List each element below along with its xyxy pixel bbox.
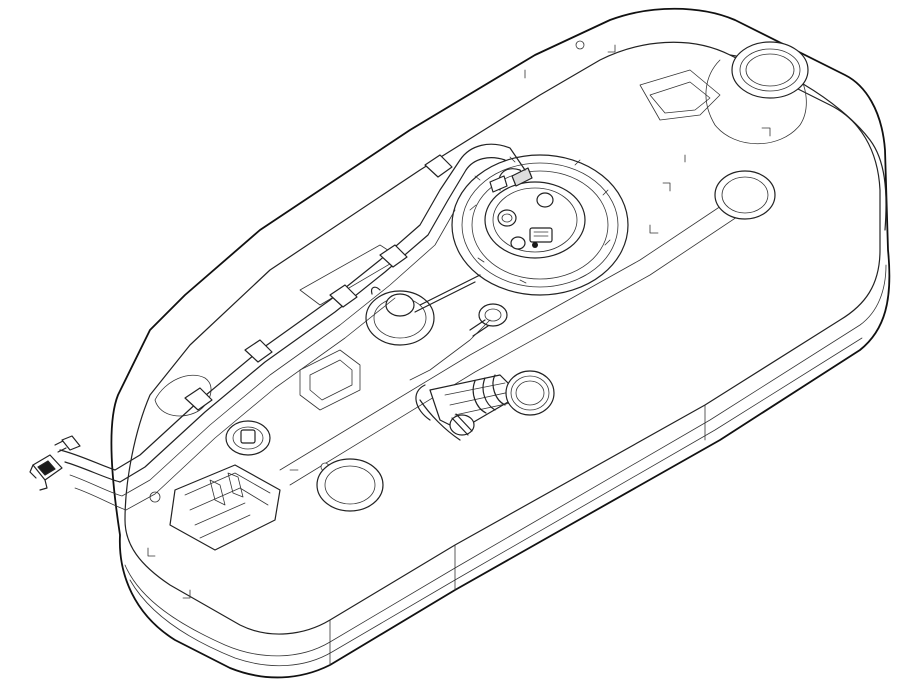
filler-clamp <box>449 414 475 436</box>
rollover-valve <box>478 303 508 327</box>
line-connector <box>29 435 81 491</box>
line-clip <box>184 387 213 411</box>
pump-top-cap <box>484 181 586 259</box>
panel-division-1 <box>329 404 706 666</box>
access-port-front <box>316 458 384 512</box>
connector-stub <box>61 435 81 451</box>
tank-lower-shell <box>110 7 891 679</box>
pump-lock-ring <box>469 156 611 284</box>
tank-body <box>110 7 891 679</box>
vent-valve <box>365 286 508 346</box>
pump-electrical-connector <box>529 227 553 243</box>
pump-outlet-fitting <box>497 209 517 227</box>
access-port-rear <box>731 41 809 99</box>
fuel-lines <box>59 143 526 511</box>
tank-channel <box>279 179 771 486</box>
fuel-return-line <box>64 157 506 483</box>
tank-top-deck <box>124 41 881 635</box>
vapor-line <box>69 209 456 497</box>
fuel-pump-module <box>451 154 629 296</box>
filler-inlet <box>505 370 555 416</box>
tank-seam <box>124 264 887 657</box>
tank-rim <box>129 337 863 667</box>
fuel-supply-line <box>59 143 526 471</box>
vent-valve-body <box>365 290 435 346</box>
tank-left-platform <box>169 464 281 551</box>
filler-neck <box>415 370 555 441</box>
access-port-side <box>714 170 776 220</box>
filler-hose <box>429 374 521 431</box>
sender-caps <box>225 41 809 512</box>
vent-valve-cap <box>385 293 415 317</box>
